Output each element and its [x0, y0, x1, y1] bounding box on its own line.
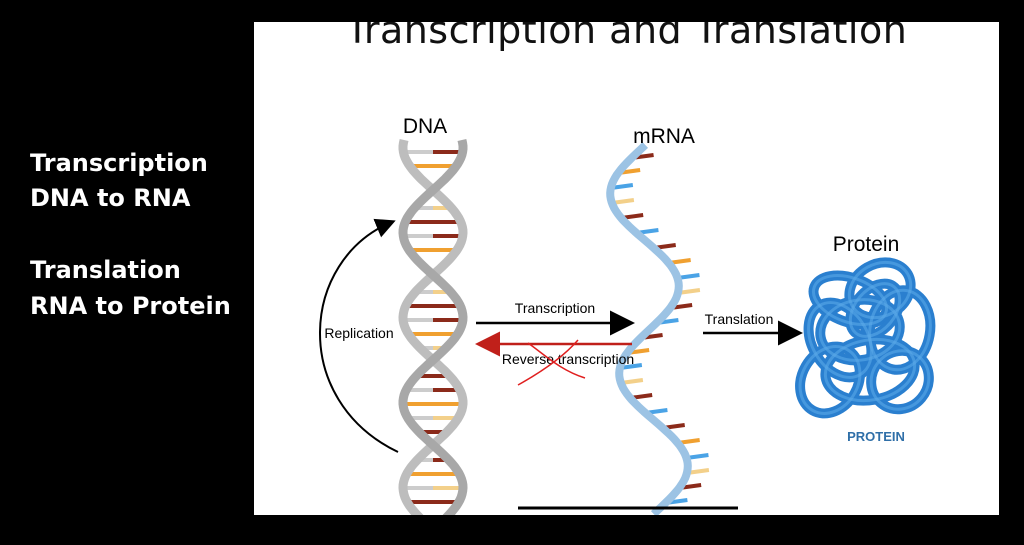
- cross-out-mark: [517, 339, 586, 386]
- protein-label: Protein: [833, 233, 900, 256]
- protein-highlight: [812, 274, 888, 326]
- protein-highlight: [848, 282, 902, 338]
- replication-label: Replication: [324, 325, 393, 341]
- sidebar-transcription-desc: DNA to RNA: [30, 184, 191, 212]
- protein-highlight: [818, 298, 902, 362]
- dna-helix: [398, 138, 468, 515]
- transcription-label: Transcription: [515, 300, 595, 316]
- sidebar-translation-desc: RNA to Protein: [30, 292, 231, 320]
- protein-highlight: [823, 337, 917, 403]
- dna-label: DNA: [403, 115, 447, 138]
- protein-structure: [795, 257, 936, 419]
- protein-highlight: [869, 349, 931, 411]
- translation-label: Translation: [705, 311, 774, 327]
- protein-caption: PROTEIN: [847, 429, 905, 444]
- mrna-label: mRNA: [633, 125, 695, 148]
- mrna-strand: [606, 142, 710, 515]
- sidebar-transcription-title: Transcription: [30, 149, 208, 177]
- protein-highlight: [868, 288, 932, 372]
- reverse-transcription-label: Reverse transcription: [502, 351, 634, 367]
- dna-backbone: [398, 138, 468, 515]
- diagram-title: Transcription and Translation: [345, 22, 908, 52]
- mrna-backbone: [606, 142, 692, 515]
- sidebar-translation-title: Translation: [30, 256, 181, 284]
- dna-backbone: [398, 138, 468, 515]
- protein-highlight: [798, 345, 862, 415]
- replication-arrow: [319, 218, 399, 453]
